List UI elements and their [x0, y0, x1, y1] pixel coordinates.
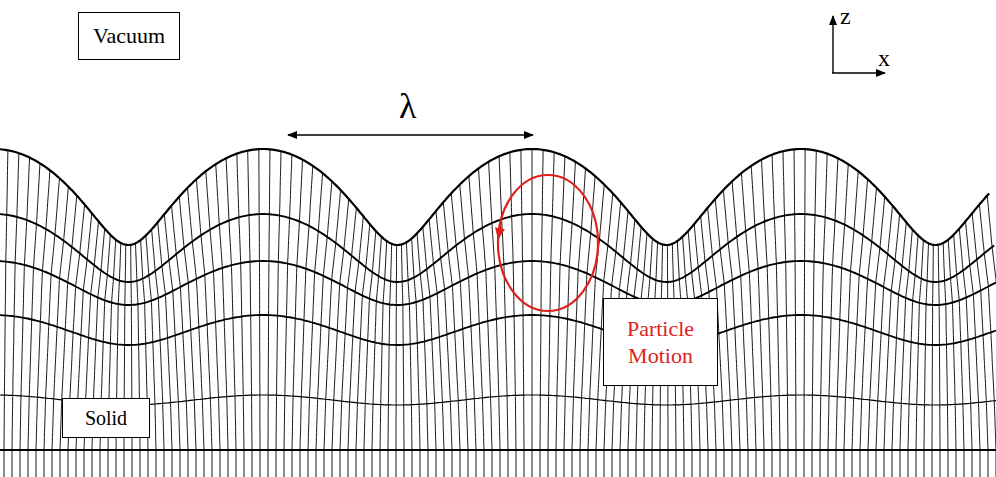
grid-vertical-line [12, 153, 19, 477]
grid-vertical-line [540, 150, 543, 477]
grid-vertical-line [131, 245, 132, 477]
grid-horizontal-line [0, 261, 996, 305]
grid-vertical-line [820, 154, 827, 477]
wavelength-arrow [288, 134, 533, 136]
grid-horizontal-line [0, 449, 996, 451]
grid-vertical-line [388, 244, 392, 477]
grid-horizontal-line [0, 315, 996, 345]
grid-vertical-line [521, 150, 524, 477]
motion-arrow [499, 222, 501, 234]
grid-vertical-line [179, 197, 196, 477]
box-text: Particle Motion [611, 315, 710, 370]
wavelength-symbol: λ [399, 88, 416, 124]
grid-vertical-line [188, 188, 205, 477]
box-text: Vacuum [93, 22, 165, 50]
region-label-box: Solid [62, 398, 150, 438]
grid-vertical-line [723, 190, 740, 477]
particle-ellipse [498, 175, 598, 311]
grid-vertical-line [406, 242, 412, 477]
grid-vertical-line [237, 154, 244, 477]
grid-vertical-line [510, 152, 516, 477]
grid-vertical-line [276, 151, 281, 477]
x-axis [832, 72, 885, 73]
callout-box: Particle Motion [603, 298, 718, 386]
grid-vertical-line [924, 243, 929, 477]
grid-vertical-line [124, 245, 126, 477]
grid-vertical-line [402, 244, 405, 477]
grid-vertical-line [396, 245, 398, 477]
grid-vertical-line [804, 149, 805, 477]
region-label-box: Vacuum [78, 12, 180, 60]
grid-vertical-line [116, 243, 121, 477]
grid-vertical-line [783, 151, 788, 477]
grid-vertical-line [932, 245, 933, 477]
grid-vertical-line [987, 196, 996, 477]
axis-label: z [840, 4, 851, 28]
grid-vertical-line [451, 193, 468, 477]
grid-vertical-line [938, 245, 940, 477]
grid-vertical-line [460, 185, 476, 477]
grid-horizontal-line [0, 149, 989, 245]
grid-vertical-line [136, 243, 141, 477]
grid-vertical-line [794, 149, 796, 477]
grid-vertical-line [812, 151, 816, 477]
grid-vertical-line [532, 149, 533, 477]
deformed-grid [0, 149, 996, 477]
z-axis [832, 16, 833, 73]
grid-vertical-line [248, 151, 252, 477]
grid-vertical-line [259, 149, 260, 477]
grid-vertical-line [268, 149, 270, 477]
axis-label: x [878, 46, 890, 70]
box-text: Solid [85, 406, 127, 431]
grid-vertical-line [548, 152, 554, 477]
grid-vertical-line [4, 150, 8, 477]
grid-vertical-line [943, 243, 948, 477]
